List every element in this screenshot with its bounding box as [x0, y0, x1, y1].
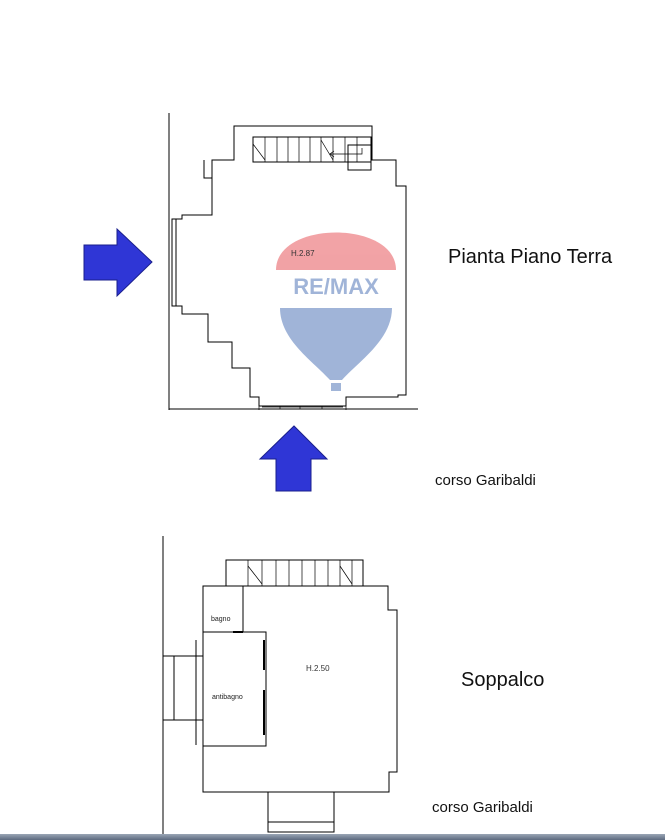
stair-steps	[264, 137, 358, 162]
remax-logo-text: RE/MAX	[293, 274, 379, 299]
balloon-basket	[331, 383, 341, 391]
bottom-entrance	[267, 792, 335, 833]
ground-floor-outline	[171, 125, 407, 407]
mezzanine-title: Soppalco	[461, 669, 545, 691]
bathroom-door	[233, 631, 265, 735]
ground-floor-street-label: corso Garibaldi	[435, 472, 536, 489]
stair-direction-arrow	[329, 148, 363, 158]
mezzanine-plan	[162, 536, 398, 834]
ground-floor-plan	[168, 113, 418, 410]
ground-floor-left-jamb	[172, 218, 177, 307]
ground-floor-height-label: H.2.87	[291, 249, 315, 258]
mezzanine-outline	[202, 585, 398, 793]
stair-steps	[247, 560, 353, 586]
stair-block	[252, 136, 372, 163]
door-ticks	[279, 406, 323, 409]
ground-floor-inner-corner	[203, 160, 212, 179]
stair-break-line	[247, 565, 353, 585]
mezzanine-street-label: corso Garibaldi	[432, 799, 533, 816]
ground-floor-title: Pianta Piano Terra	[448, 246, 613, 268]
left-annex	[163, 655, 203, 721]
balloon-top-icon	[276, 232, 396, 270]
antibagno-walls	[203, 631, 267, 747]
balloon-band	[276, 270, 396, 302]
remax-watermark: RE/MAX	[276, 232, 396, 391]
room-label-antibagno: antibagno	[212, 694, 243, 701]
stair-landing	[347, 144, 372, 171]
bathroom-walls	[203, 585, 244, 633]
balloon-bottom-icon	[280, 308, 392, 380]
bottom-bar	[0, 834, 665, 840]
mezzanine-height-label: H.2.50	[306, 664, 330, 673]
arrow-icon	[83, 227, 153, 298]
stair-block	[225, 559, 364, 587]
arrow-icon	[258, 425, 329, 492]
room-label-bagno: bagno	[211, 616, 231, 623]
stair-break-line	[252, 139, 334, 161]
front-door-opening	[258, 406, 347, 410]
